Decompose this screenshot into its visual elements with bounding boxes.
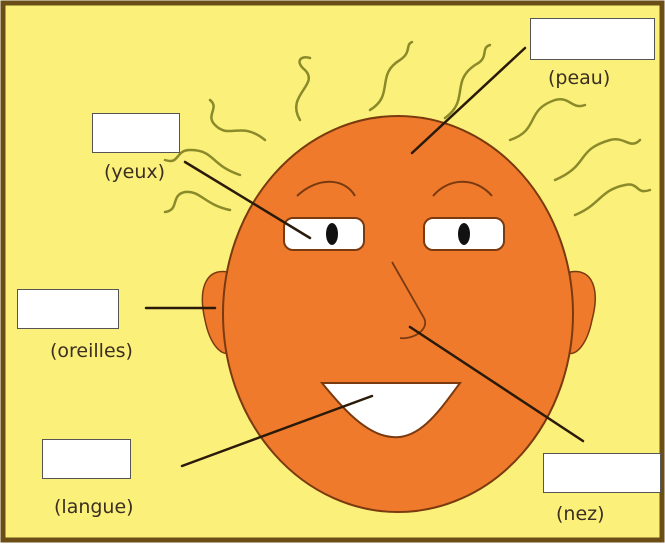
answer-box-tongue[interactable] (42, 439, 131, 479)
label-nose: (nez) (556, 503, 605, 525)
label-ears: (oreilles) (50, 340, 133, 362)
face-shape (223, 116, 573, 512)
answer-box-nose[interactable] (543, 453, 661, 493)
answer-box-eyes[interactable] (92, 113, 180, 153)
label-skin: (peau) (548, 67, 610, 89)
answer-box-skin[interactable] (530, 18, 655, 60)
label-tongue: (langue) (54, 496, 134, 518)
label-eyes: (yeux) (104, 161, 165, 183)
answer-box-ears[interactable] (17, 289, 119, 329)
